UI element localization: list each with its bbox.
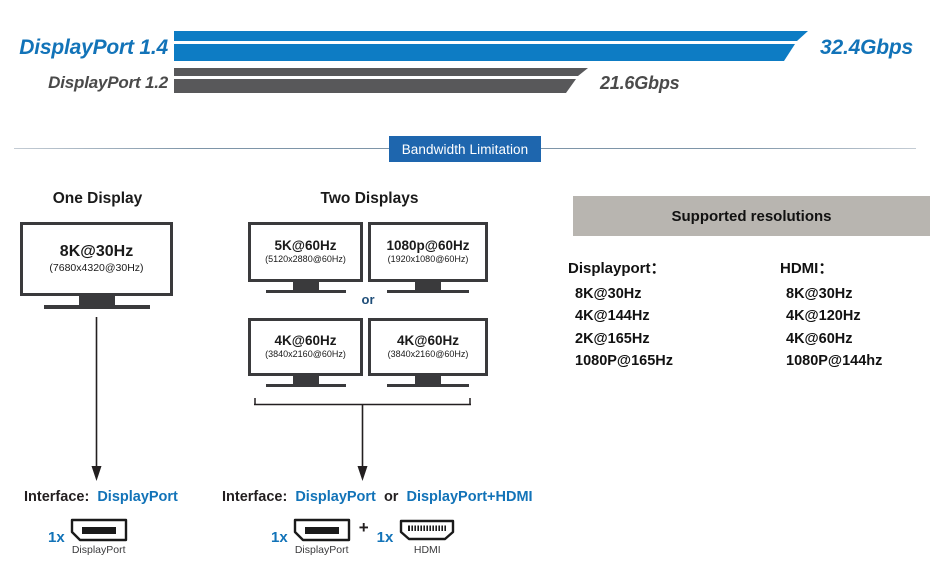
monitor-base — [265, 384, 346, 387]
list-item: 2K@165Hz — [575, 330, 650, 347]
bandwidth-label-dp12: DisplayPort 1.2 — [48, 73, 168, 92]
bandwidth-limitation-badge: Bandwidth Limitation — [389, 136, 541, 162]
supported-resolutions-title: Supported resolutions — [671, 207, 832, 225]
bar-shape-dp12 — [174, 67, 588, 93]
monitor-resolution-sub: (1920x1080@60Hz) — [387, 253, 469, 264]
bandwidth-label-dp14: DisplayPort 1.4 — [19, 36, 168, 59]
interface-option-displayport: DisplayPort — [295, 489, 376, 505]
monitor-base — [43, 305, 150, 309]
connector-displayport: DisplayPort — [293, 518, 351, 556]
monitor-screen: 5K@60Hz (5120x2880@60Hz) — [248, 222, 363, 282]
connector-multiplier: 1x — [376, 528, 394, 546]
monitor-screen: 4K@60Hz (3840x2160@60Hz) — [368, 318, 488, 376]
monitor-screen: 1080p@60Hz (1920x1080@60Hz) — [368, 222, 488, 282]
displayport-icon — [70, 518, 127, 542]
monitor-resolution-main: 4K@60Hz — [274, 333, 337, 349]
monitor-base — [265, 290, 346, 293]
monitor-two-row2-left: 4K@60Hz (3840x2160@60Hz) — [248, 318, 363, 387]
connector-displayport: DisplayPort — [70, 518, 128, 556]
interface-label-two-displays: Interface: DisplayPort or DisplayPort+HD… — [222, 489, 537, 505]
bandwidth-value-dp12: 21.6Gbps — [600, 72, 680, 93]
monitor-neck — [78, 296, 115, 305]
list-item: 1080P@165Hz — [575, 353, 673, 370]
monitor-resolution-main: 8K@30Hz — [59, 242, 134, 260]
monitor-neck — [415, 282, 441, 290]
interface-prefix: Interface: — [222, 489, 288, 505]
supported-col-list-hdmi: 8K@30Hz 4K@120Hz 4K@60Hz 1080P@144hz — [786, 283, 882, 373]
monitor-neck — [292, 282, 319, 290]
bracket-two-displays — [254, 398, 471, 481]
supported-col-list-displayport: 8K@30Hz 4K@144Hz 2K@165Hz 1080P@165Hz — [575, 283, 673, 373]
list-item: 1080P@144hz — [786, 353, 883, 370]
connector-group-one-display: 1x DisplayPort — [48, 518, 128, 556]
two-displays-title: Two Displays — [320, 190, 419, 207]
monitor-neck — [292, 376, 319, 384]
interface-conjunction: or — [383, 489, 399, 505]
monitor-resolution-main: 5K@60Hz — [274, 238, 337, 254]
monitor-two-row2-right: 4K@60Hz (3840x2160@60Hz) — [368, 318, 488, 387]
monitor-resolution-sub: (5120x2880@60Hz) — [265, 253, 346, 264]
bandwidth-row-dp14: DisplayPort 1.4 32.4Gbps — [0, 28, 930, 68]
connector-multiplier: 1x — [271, 528, 288, 546]
bar-shape-dp14 — [174, 30, 808, 61]
monitor-neck — [415, 376, 441, 384]
badge-label: Bandwidth Limitation — [401, 141, 529, 157]
arrow-one-display — [91, 317, 102, 481]
connector-group-two-displays: 1x DisplayPort + 1x — [271, 518, 456, 556]
interface-prefix: Interface: — [24, 489, 90, 505]
interface-label-one-display: Interface: DisplayPort — [24, 489, 182, 505]
list-item: 8K@30Hz — [575, 286, 642, 302]
one-display-title: One Display — [52, 190, 143, 207]
two-displays-or-label: or — [361, 292, 375, 307]
monitor-resolution-sub: (3840x2160@60Hz) — [387, 348, 469, 359]
monitor-resolution-sub: (3840x2160@60Hz) — [265, 348, 346, 359]
list-item: 4K@120Hz — [786, 308, 861, 325]
bandwidth-value-dp14: 32.4Gbps — [820, 36, 913, 59]
monitor-resolution-main: 4K@60Hz — [397, 333, 459, 349]
list-item: 4K@60Hz — [786, 330, 853, 347]
monitor-base — [387, 290, 469, 293]
displayport-icon — [293, 518, 350, 542]
monitor-base — [387, 384, 469, 387]
connector-caption: DisplayPort — [71, 544, 126, 556]
connector-multiplier: 1x — [48, 528, 65, 546]
supported-col-title-displayport: Displayport： — [568, 260, 666, 277]
list-item: 8K@30Hz — [786, 286, 853, 302]
monitor-resolution-sub: (7680x4320@30Hz) — [49, 261, 144, 274]
connector-caption: HDMI — [413, 544, 441, 556]
bandwidth-bar-dp12 — [174, 66, 594, 101]
monitor-screen: 8K@30Hz (7680x4320@30Hz) — [20, 222, 173, 296]
monitor-one-display: 8K@30Hz (7680x4320@30Hz) — [20, 222, 173, 309]
connector-caption: DisplayPort — [294, 544, 349, 556]
supported-col-title-hdmi: HDMI： — [780, 260, 834, 277]
monitor-two-row1-left: 5K@60Hz (5120x2880@60Hz) — [248, 222, 363, 293]
interface-option-displayport: DisplayPort — [97, 489, 178, 505]
bandwidth-row-dp12: DisplayPort 1.2 21.6Gbps — [0, 66, 930, 100]
supported-resolutions-header: Supported resolutions — [573, 196, 930, 236]
hdmi-icon — [400, 519, 455, 541]
bandwidth-bar-dp14 — [174, 28, 814, 69]
list-item: 4K@144Hz — [575, 308, 650, 325]
monitor-screen: 4K@60Hz (3840x2160@60Hz) — [248, 318, 363, 376]
monitor-resolution-main: 1080p@60Hz — [386, 238, 470, 254]
monitor-two-row1-right: 1080p@60Hz (1920x1080@60Hz) — [368, 222, 488, 293]
connector-hdmi: HDMI — [398, 518, 456, 556]
connector-plus-sign: + — [358, 518, 369, 537]
interface-option-displayport-hdmi: DisplayPort+HDMI — [406, 489, 533, 505]
